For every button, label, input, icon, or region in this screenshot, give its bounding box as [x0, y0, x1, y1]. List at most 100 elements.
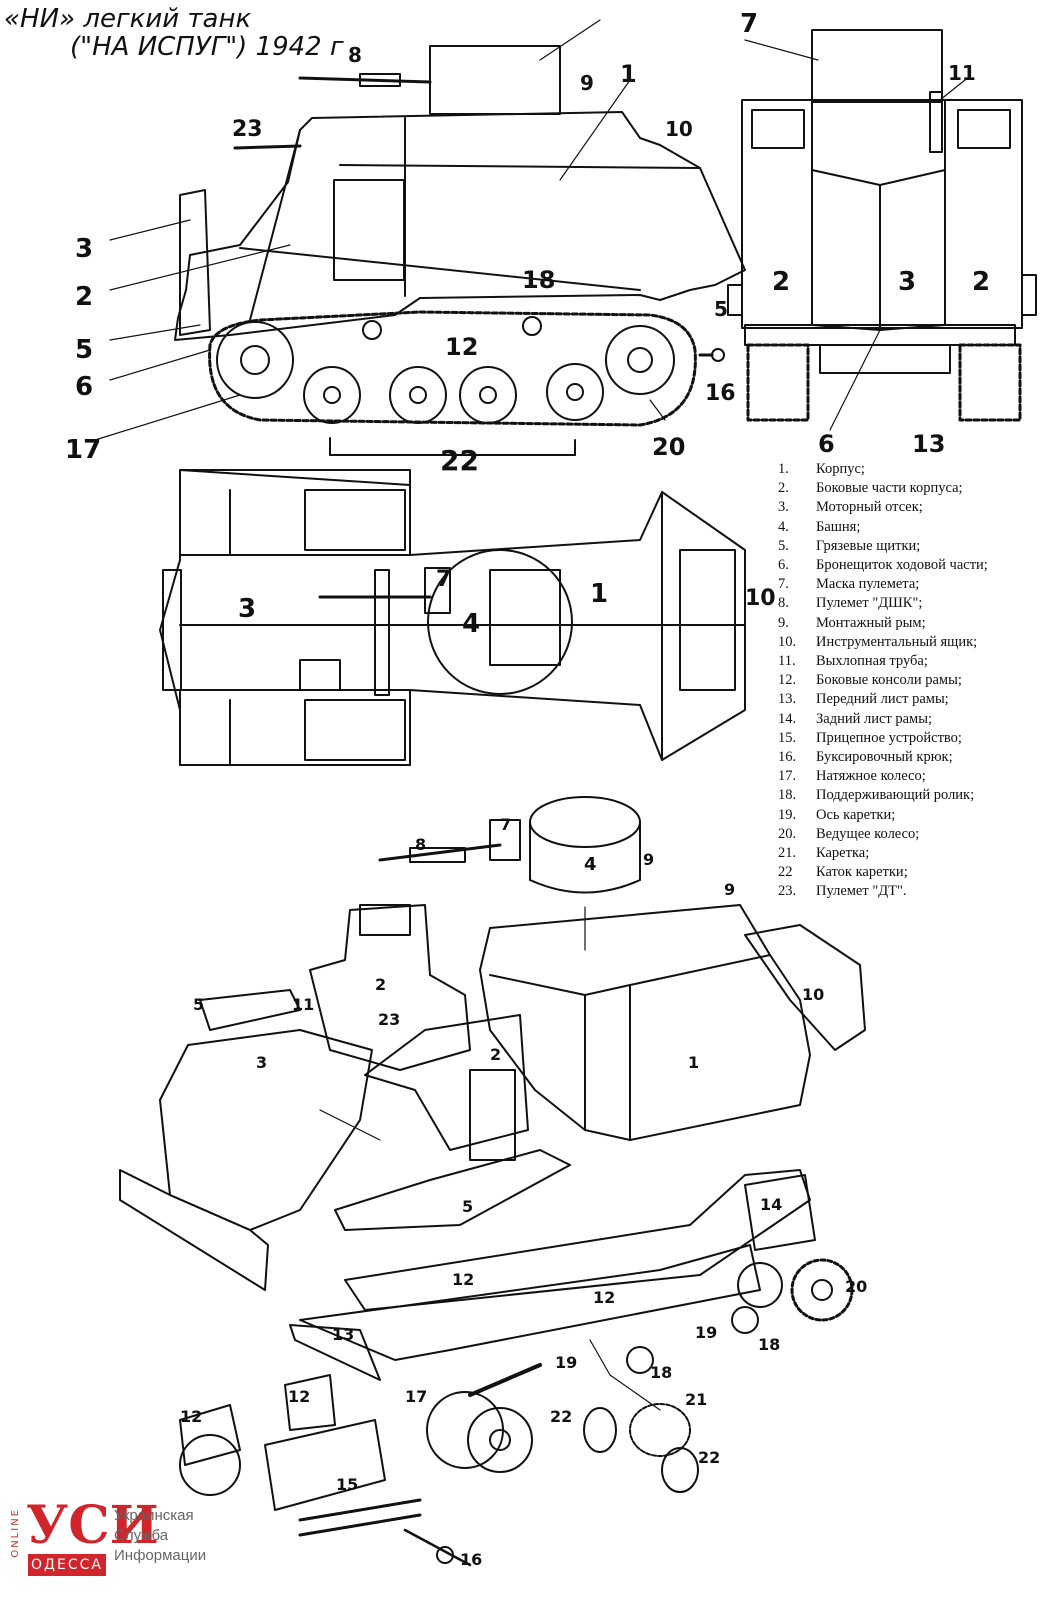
watermark-line-1: Украинская — [114, 1507, 194, 1524]
legend-item: 10.Инструментальный ящик; — [778, 633, 1058, 652]
rear-track-right — [958, 343, 1022, 422]
usi-watermark: ONLINE УСИ ОДЕССА Украинская Служба Инфо… — [6, 1500, 216, 1590]
legend-item-number: 2. — [778, 480, 789, 497]
callout-exp-17: 17 — [405, 1387, 427, 1406]
callout-side-6: 6 — [75, 372, 93, 402]
side-mudguard-front — [179, 189, 211, 336]
legend-item: 9. Монтажный рым; — [778, 614, 1058, 633]
callout-exp-8: 8 — [415, 835, 426, 854]
road-wheel-2 — [389, 366, 447, 424]
callout-exp-10: 10 — [802, 985, 824, 1004]
rear-track-left — [746, 343, 810, 422]
legend-item-number: 9. — [778, 614, 789, 631]
callout-exp-2a: 2 — [375, 975, 386, 994]
legend-item-text: Прицепное устройство; — [816, 729, 962, 746]
legend-item: 7.Маска пулемета; — [778, 575, 1058, 594]
callout-exp-22a: 22 — [550, 1407, 572, 1426]
legend-item-number: 22 — [778, 864, 793, 881]
legend-item-text: Буксировочный крюк; — [816, 749, 953, 766]
legend-item: 15. Прицепное устройство; — [778, 729, 1058, 748]
callout-exp-14: 14 — [760, 1195, 782, 1214]
callout-side-8: 8 — [348, 43, 362, 67]
exploded-engine-compartment — [159, 1029, 373, 1231]
exploded-hull — [479, 904, 811, 1141]
watermark-text: Украинская Служба Информации — [114, 1506, 206, 1566]
callout-rear-6: 6 — [818, 430, 835, 458]
rear-hull — [741, 99, 1023, 329]
callout-rear-7: 7 — [740, 9, 758, 39]
callout-side-20: 20 — [652, 433, 685, 461]
title-line-1: «НИ» легкий танк — [4, 4, 252, 34]
drive-sprocket — [605, 325, 675, 395]
legend-item-text: Передний лист рамы; — [816, 691, 949, 708]
legend-item: 18.Поддерживающий ролик; — [778, 786, 1058, 805]
legend-item-text: Корпус; — [816, 461, 865, 477]
legend-item-number: 17. — [778, 768, 797, 785]
callout-side-2: 2 — [75, 282, 93, 312]
callout-exp-11: 11 — [292, 995, 314, 1014]
rear-callouts: 7 11 2 3 2 5 6 13 — [714, 9, 990, 458]
callout-exp-23: 23 — [378, 1010, 400, 1029]
legend-item-number: 15. — [778, 729, 797, 746]
road-wheel-1 — [303, 366, 361, 424]
callout-top-4: 4 — [462, 609, 480, 639]
legend-item-number: 11. — [778, 653, 796, 670]
legend-item-number: 23. — [778, 883, 797, 900]
legend-item-text: Каток каретки; — [816, 864, 908, 881]
callout-side-9: 9 — [580, 71, 594, 95]
callout-side-5: 5 — [75, 335, 93, 365]
callout-side-1: 1 — [620, 60, 637, 88]
legend-item-number: 6. — [778, 557, 789, 574]
idler-wheel — [216, 321, 294, 399]
legend-item-number: 7. — [778, 576, 789, 593]
legend-item: 11.Выхлопная труба; — [778, 652, 1058, 671]
callout-exp-21: 21 — [685, 1390, 707, 1409]
legend-item-text: Задний лист рамы; — [816, 710, 933, 727]
callout-side-12: 12 — [445, 333, 478, 361]
road-wheel-4 — [546, 363, 604, 421]
legend-item: 13.Передний лист рамы; — [778, 690, 1058, 709]
side-view — [94, 19, 746, 456]
legend-item-text: Каретка; — [816, 845, 870, 862]
legend-item-text: Поддерживающий ролик; — [816, 787, 975, 804]
callout-exp-2b: 2 — [490, 1045, 501, 1064]
watermark-line-3: Информации — [114, 1547, 207, 1564]
callout-rear-5: 5 — [714, 297, 728, 321]
legend-item-text: Бронещиток ходовой части; — [816, 557, 988, 574]
callout-side-3: 3 — [75, 234, 93, 264]
callout-top-10: 10 — [745, 586, 776, 611]
callout-exp-4: 4 — [584, 854, 597, 875]
callout-side-16: 16 — [705, 381, 736, 406]
callout-exp-12c: 12 — [288, 1387, 310, 1406]
legend-item-text: Инструментальный ящик; — [816, 633, 978, 650]
callout-exp-12b: 12 — [593, 1288, 615, 1307]
legend-item: 17.Натяжное колесо; — [778, 767, 1058, 786]
callout-top-3: 3 — [238, 594, 256, 624]
legend-item-text: Пулемет "ДТ". — [816, 883, 907, 900]
callout-rear-2-right: 2 — [972, 267, 990, 297]
callout-exp-19b: 19 — [555, 1353, 577, 1372]
exploded-toolbox — [744, 924, 866, 1051]
callout-side-17: 17 — [65, 435, 101, 465]
callout-exp-13: 13 — [332, 1325, 354, 1344]
exploded-drive-sprocket — [790, 1258, 854, 1322]
legend-item-text: Боковые консоли рамы; — [816, 672, 962, 689]
side-track — [208, 310, 697, 427]
legend-item: 2.Боковые части корпуса; — [778, 479, 1058, 498]
callout-side-23: 23 — [232, 117, 263, 142]
callout-exp-20: 20 — [845, 1277, 867, 1296]
callout-exp-22b: 22 — [698, 1448, 720, 1467]
callout-exp-16: 16 — [460, 1550, 482, 1569]
side-callouts: 8 9 1 10 23 3 2 5 6 17 18 12 22 20 16 — [65, 43, 736, 477]
callout-exp-19a: 19 — [695, 1323, 717, 1342]
callout-exp-7: 7 — [500, 815, 511, 834]
callout-rear-3: 3 — [898, 267, 916, 297]
callout-exp-5a: 5 — [193, 995, 204, 1014]
side-door — [333, 179, 405, 281]
top-hull — [159, 469, 746, 766]
legend-item-text: Башня; — [816, 518, 861, 535]
legend-item-text: Монтажный рым; — [816, 614, 926, 631]
callout-exp-18b: 18 — [650, 1363, 672, 1382]
legend-item: 20.Ведущее колесо; — [778, 825, 1058, 844]
exploded-frame-side — [344, 1169, 811, 1311]
